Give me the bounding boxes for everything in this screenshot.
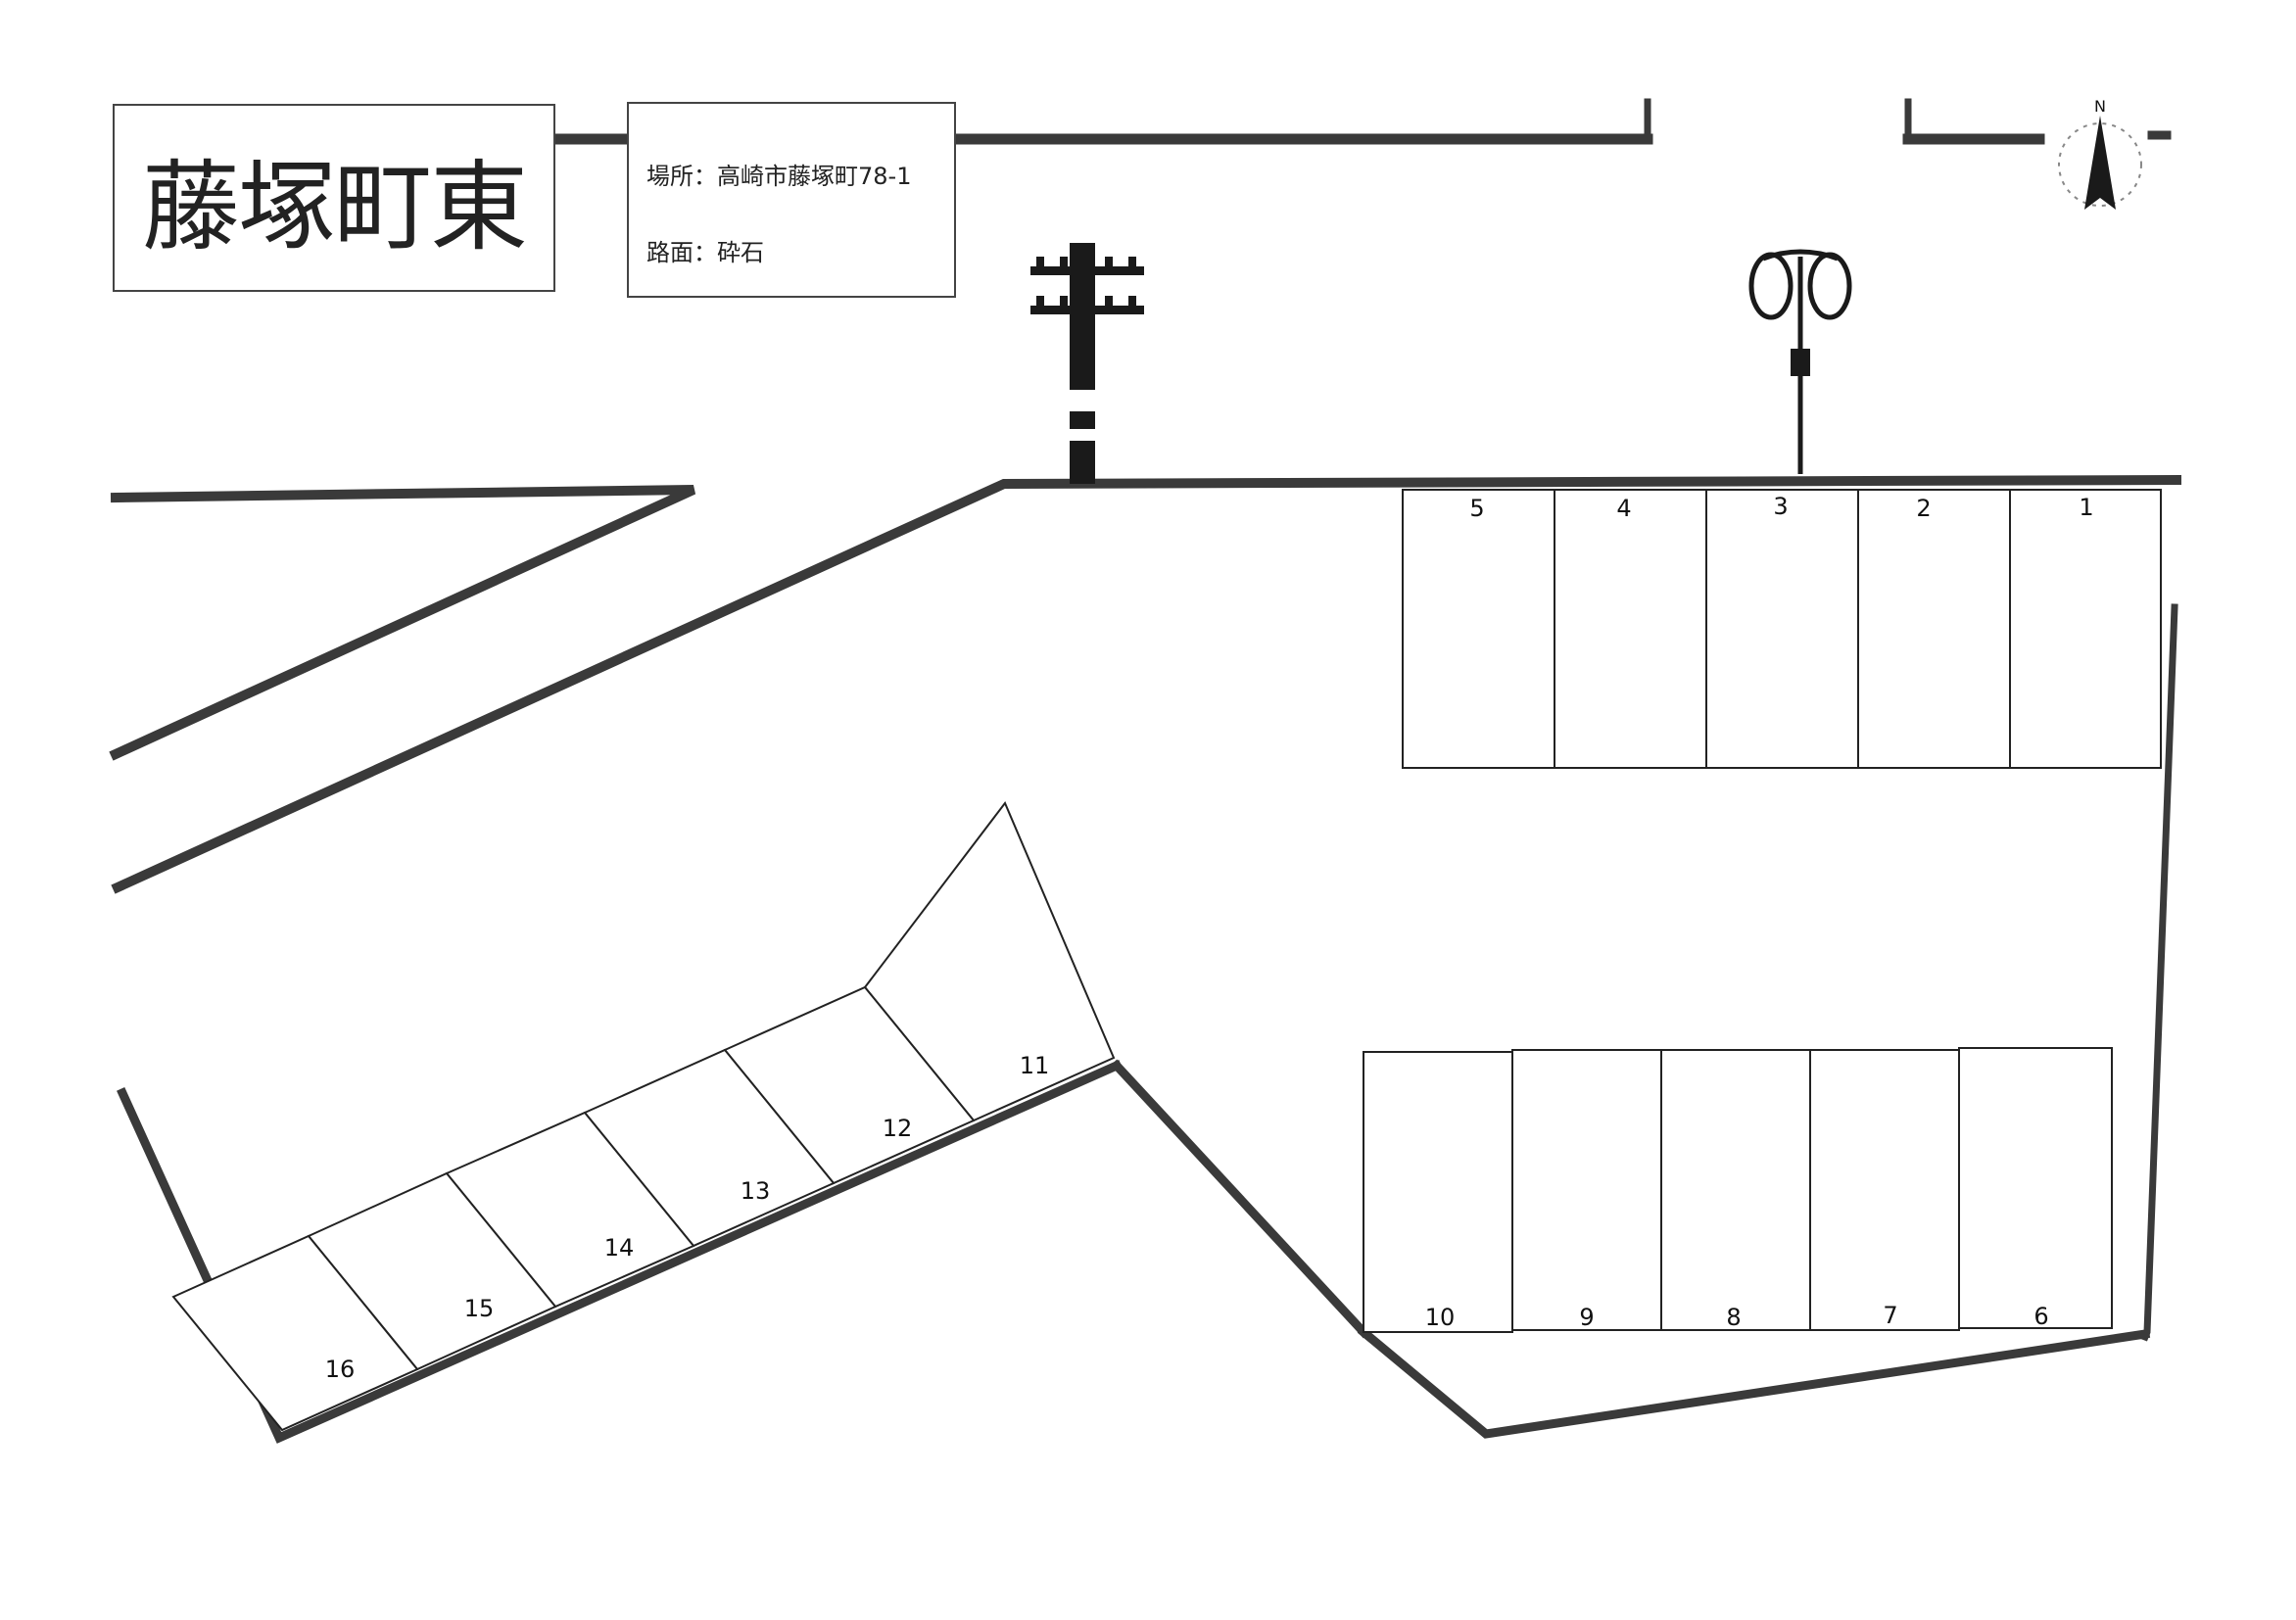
space-label: 14 <box>604 1234 635 1262</box>
parking-row-top <box>1402 489 2162 769</box>
road-edge <box>1110 1059 1370 1339</box>
parking-row-bottom <box>1363 1047 2113 1333</box>
north-label: N <box>2094 97 2106 116</box>
surface-text: 路面：砕石 <box>646 239 764 266</box>
space-label: 10 <box>1425 1304 1456 1331</box>
parking-space[interactable] <box>1705 489 1859 769</box>
space-label: 2 <box>1916 495 1931 522</box>
location-text: 場所：高崎市藤塚町78-1 <box>646 163 912 190</box>
space-label: 12 <box>883 1115 913 1142</box>
space-label: 16 <box>325 1356 356 1383</box>
space-label: 13 <box>741 1177 771 1205</box>
road-edge <box>1357 1325 2151 1439</box>
road-edge <box>117 1060 1123 1444</box>
parking-space[interactable] <box>2009 489 2162 769</box>
space-label: 8 <box>1726 1304 1741 1331</box>
parking-space[interactable] <box>1511 1049 1662 1331</box>
utility-pole-icon <box>1030 243 1144 484</box>
space-label: 15 <box>464 1295 495 1322</box>
space-label: 3 <box>1773 493 1788 520</box>
road-edge <box>111 474 2182 894</box>
parking-space[interactable] <box>1958 1047 2113 1329</box>
parking-space[interactable] <box>1402 489 1555 769</box>
street-lamp-icon <box>1748 249 1852 474</box>
road-edge <box>109 485 696 761</box>
info-box: 場所：高崎市藤塚町78-1 路面：砕石 <box>627 102 956 298</box>
space-label: 5 <box>1469 495 1484 522</box>
parking-row-angled <box>171 801 1116 1432</box>
parking-space[interactable] <box>1809 1049 1960 1331</box>
page-title: 藤塚町東 <box>113 104 555 292</box>
parking-space[interactable] <box>1857 489 2011 769</box>
space-labels: 1 2 3 4 5 6 7 8 9 10 11 12 13 14 15 16 <box>325 493 2094 1383</box>
space-label: 11 <box>1020 1052 1050 1079</box>
parking-space[interactable] <box>1554 489 1707 769</box>
space-label: 9 <box>1579 1304 1594 1331</box>
parking-space[interactable] <box>1660 1049 1811 1331</box>
space-label: 6 <box>2033 1303 2048 1330</box>
space-label: 7 <box>1883 1302 1897 1329</box>
boundary-walls <box>109 98 2182 1444</box>
space-label: 4 <box>1616 495 1631 522</box>
parking-space[interactable] <box>171 1234 419 1432</box>
parking-space[interactable] <box>1363 1051 1513 1333</box>
north-arrow-icon: N <box>2058 97 2142 210</box>
space-label: 1 <box>2079 494 2093 521</box>
